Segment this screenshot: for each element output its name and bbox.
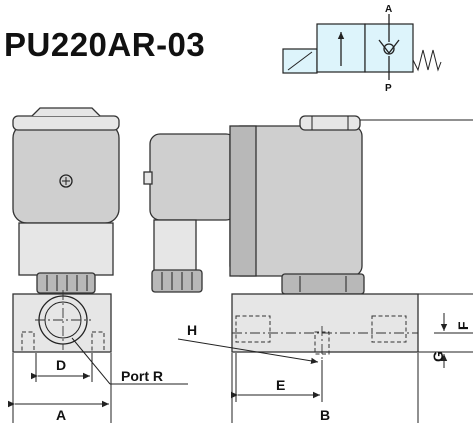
spring-icon (412, 49, 442, 72)
valve-body-end (12, 293, 112, 353)
connector-plug (149, 133, 237, 221)
base-nut (281, 273, 365, 295)
port-a-label: A (385, 4, 392, 15)
end-view (12, 107, 120, 353)
port-p-label: P (385, 83, 392, 94)
check-ball-icon (383, 43, 395, 55)
side-view (143, 115, 473, 360)
coil-housing (12, 123, 120, 224)
dim-f-label: F (455, 321, 471, 330)
port-r-label: Port R (121, 368, 163, 384)
dimensions: D A Port R H E B G F (8, 293, 473, 423)
dim-e-label: E (276, 377, 285, 393)
coil-nut-top (299, 115, 361, 131)
dim-h-label: H (187, 322, 197, 338)
valve-symbol: A P (282, 4, 442, 94)
dim-b-label: B (320, 407, 330, 423)
model-title: PU220AR-03 (4, 26, 206, 63)
plug-stem (153, 219, 197, 277)
dim-g-label: G (430, 351, 446, 362)
dim-d-label: D (56, 357, 66, 373)
lock-nut (36, 272, 96, 294)
connector-block (18, 222, 114, 276)
screw-icon (59, 174, 73, 188)
valve-body-side (231, 293, 419, 353)
dim-a-label: A (56, 407, 66, 423)
cable-gland (151, 269, 203, 293)
